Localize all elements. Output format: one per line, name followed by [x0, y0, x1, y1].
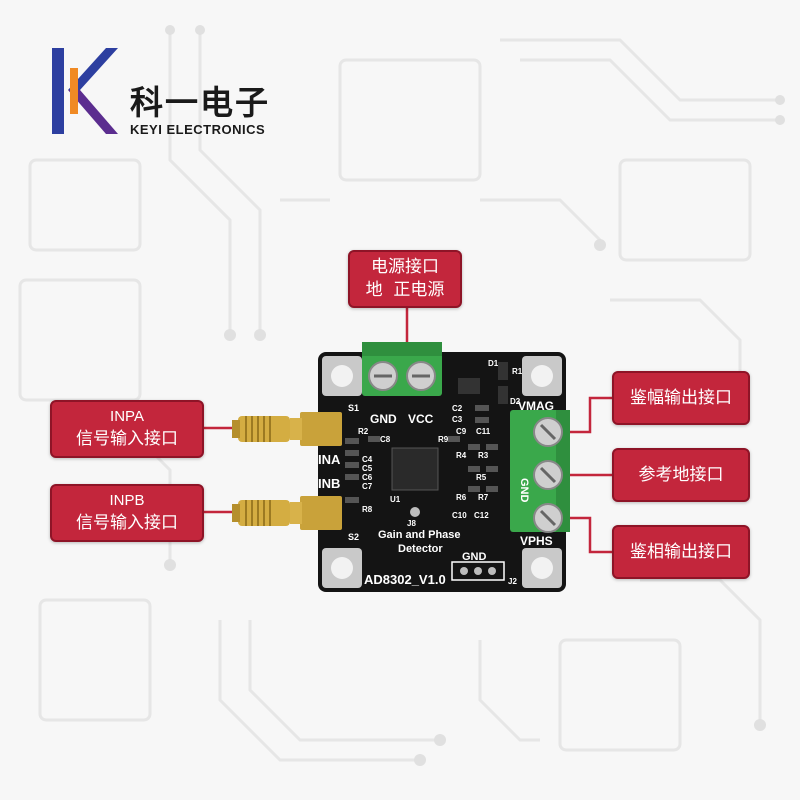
sma-connector-a[interactable] [232, 412, 342, 446]
sma-connector-b[interactable] [232, 496, 342, 530]
silk-gnd-top: GND [370, 412, 397, 426]
silk-ina: INA [318, 452, 341, 467]
silk-inb: INB [318, 476, 340, 491]
silk-c2: C2 [452, 404, 463, 413]
silk-u1: U1 [390, 495, 401, 504]
silk-c10: C10 [452, 511, 467, 520]
silk-r7: R7 [478, 493, 489, 502]
silk-r4: R4 [456, 451, 467, 460]
silk-c5: C5 [362, 464, 373, 473]
callout-vphs: 鉴相输出接口 [612, 525, 750, 579]
silk-c9: C9 [456, 427, 467, 436]
callout-power-line1: 电源接口 [371, 257, 439, 278]
silk-c4: C4 [362, 455, 373, 464]
silk-vphs: VPHS [520, 534, 553, 548]
silk-c6: C6 [362, 473, 373, 482]
callout-inpb: INPB 信号输入接口 [50, 484, 204, 542]
brand-name-en: KEYI ELECTRONICS [130, 122, 266, 137]
silk-r9: R9 [438, 435, 449, 444]
silk-r2: R2 [358, 427, 369, 436]
smd-components [345, 362, 508, 503]
silk-c3: C3 [452, 415, 463, 424]
callout-inpa: INPA 信号输入接口 [50, 400, 204, 458]
silk-r3: R3 [478, 451, 489, 460]
board-title-line1: Gain and Phase [378, 529, 461, 541]
keyi-logo-icon [52, 48, 118, 134]
gnd-header-j2[interactable] [451, 561, 505, 581]
silk-s2: S2 [348, 532, 359, 542]
silk-gnd-side: GND [518, 478, 530, 503]
output-terminal-block[interactable] [510, 410, 570, 533]
silk-gnd-bottom: GND [462, 551, 487, 563]
silk-r6: R6 [456, 493, 467, 502]
silk-r1: R1 [512, 367, 523, 376]
ic-u1 [391, 447, 439, 491]
silk-j8: J8 [407, 519, 416, 528]
power-terminal-block[interactable] [362, 342, 442, 396]
mounting-holes [322, 356, 562, 588]
callout-vphs-label: 鉴相输出接口 [630, 541, 732, 562]
silk-c11: C11 [476, 427, 491, 436]
brand-name-cn: 科一电子 [130, 83, 270, 122]
silk-d1: D1 [488, 359, 499, 368]
silk-r8: R8 [362, 505, 373, 514]
silk-r5: R5 [476, 473, 487, 482]
j8-testpoint [410, 507, 420, 517]
board-model: AD8302_V1.0 [364, 572, 446, 587]
silk-c7: C7 [362, 482, 373, 491]
silk-c8: C8 [380, 435, 391, 444]
silk-s1: S1 [348, 403, 359, 413]
callout-gnd: 参考地接口 [612, 448, 750, 502]
silk-vmag: VMAG [518, 399, 554, 413]
callout-power: 电源接口 地 正电源 [348, 250, 462, 308]
callout-vmag: 鉴幅输出接口 [612, 371, 750, 425]
silk-vcc: VCC [408, 412, 434, 426]
callout-inpa-line1: INPA [110, 408, 144, 426]
callout-inpa-line2: 信号输入接口 [76, 428, 178, 449]
callout-gnd-label: 参考地接口 [638, 464, 724, 485]
callout-vmag-label: 鉴幅输出接口 [630, 387, 732, 408]
callout-inpb-line1: INPB [109, 492, 145, 510]
silk-c12: C12 [474, 511, 489, 520]
board-title-line2: Detector [398, 543, 443, 555]
silk-j2: J2 [508, 577, 517, 586]
callout-power-line2: 地 正电源 [365, 280, 445, 300]
pcb [318, 352, 566, 592]
silk-d2: D2 [510, 397, 521, 406]
callout-inpb-line2: 信号输入接口 [76, 512, 178, 533]
